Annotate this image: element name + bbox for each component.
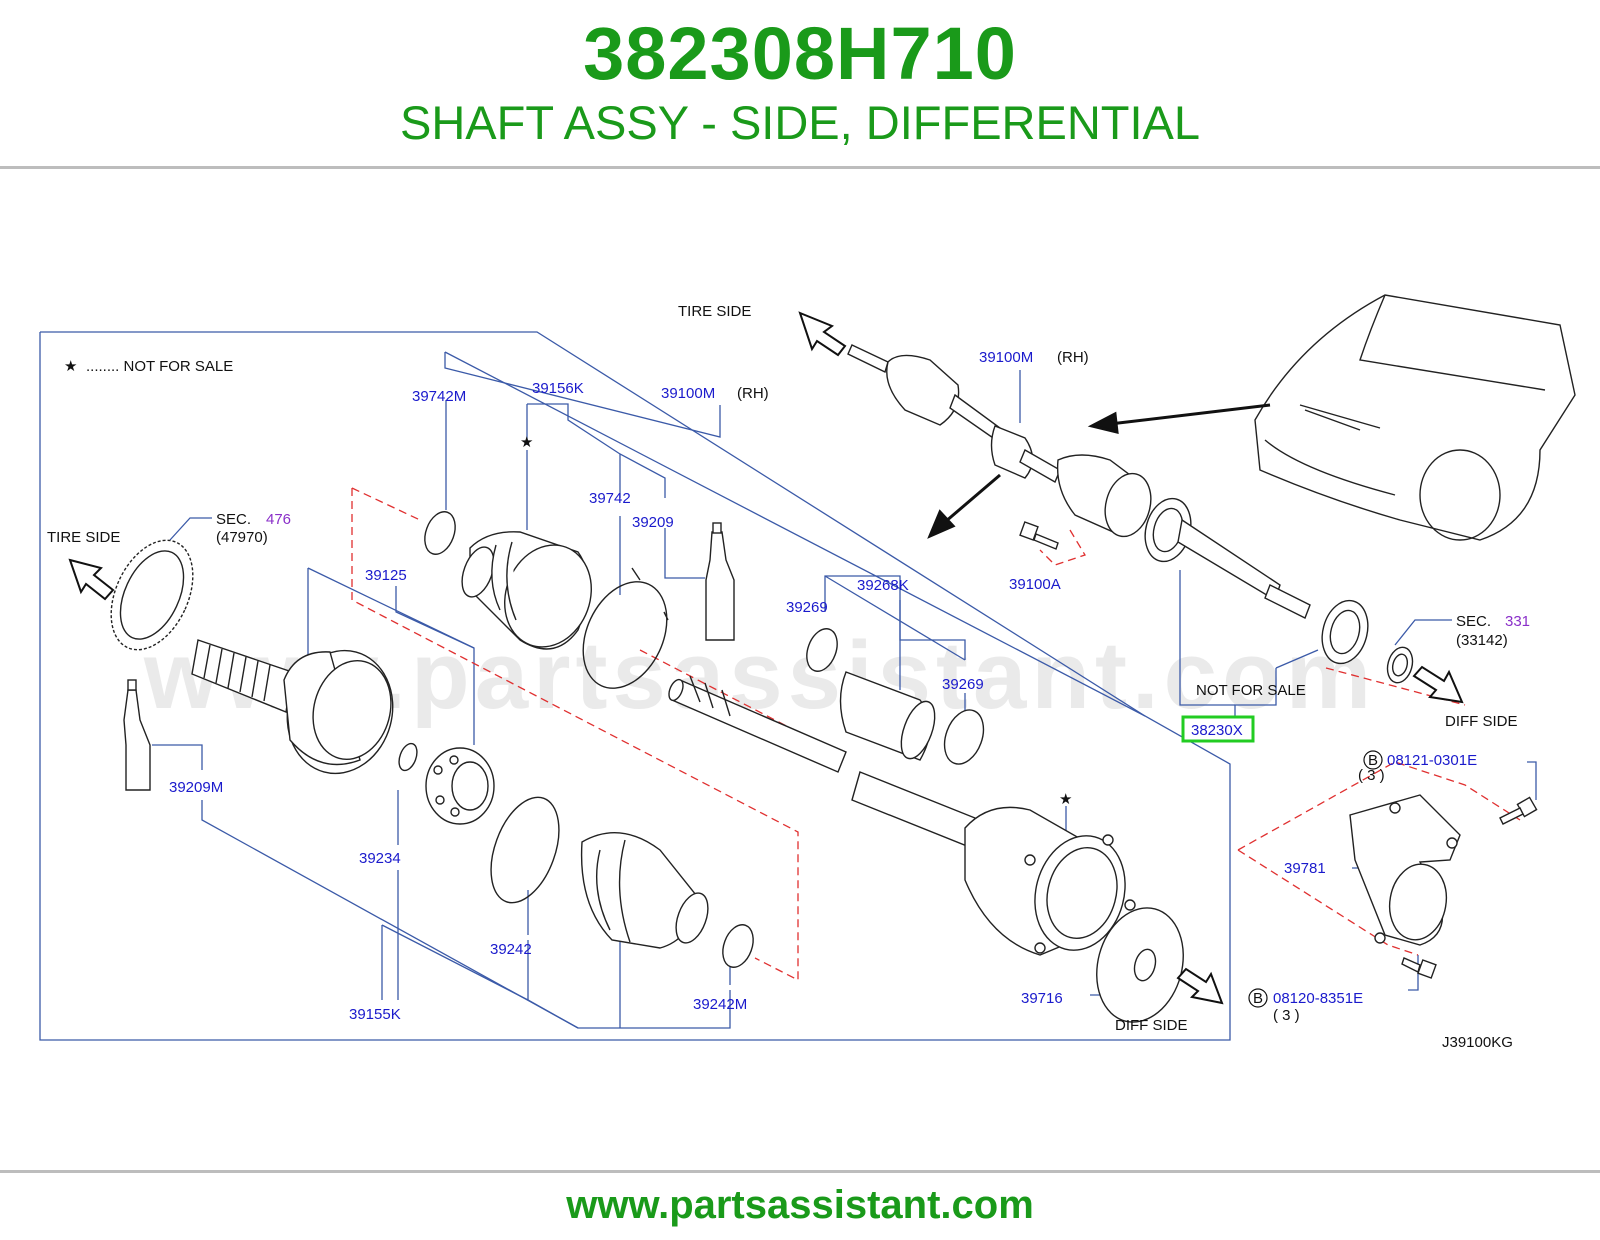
bolt-icon (1499, 796, 1538, 825)
outer-cv-joint-icon (191, 639, 394, 775)
bolt-icon (1401, 957, 1437, 979)
callout-39742[interactable]: 39742 (589, 490, 631, 507)
legend-text: ........ NOT FOR SALE (86, 358, 233, 375)
sec-prefix: SEC. (1456, 613, 1491, 630)
diagram-code: J39100KG (1442, 1034, 1513, 1051)
callout-39742M[interactable]: 39742M (412, 388, 466, 405)
callout-39269[interactable]: 39269 (942, 676, 984, 693)
bearing-icon (1321, 599, 1414, 684)
legend-star-icon: ★ (64, 358, 77, 375)
arrow-tire-side-icon (68, 558, 115, 601)
star-icon: ★ (1059, 791, 1072, 808)
support-bracket-icon (1349, 794, 1461, 946)
callout-bolt-08120-8351E[interactable]: 08120-8351E (1273, 990, 1363, 1007)
vehicle-outline-icon (1254, 294, 1576, 541)
bearing-cage-icon (425, 747, 495, 825)
bolt-badge-icon (1248, 988, 1268, 1008)
callout-39242[interactable]: 39242 (490, 941, 532, 958)
sec-ref: (47970) (216, 529, 268, 546)
bolt-badge: B (1368, 752, 1378, 769)
drive-shaft-icon (668, 675, 847, 773)
sensor-ring-icon (110, 539, 194, 651)
parts-art (110, 294, 1576, 1023)
rh-label: (RH) (1057, 349, 1089, 366)
callout-39100M[interactable]: 39100M (979, 349, 1033, 366)
footer-divider (0, 1170, 1600, 1173)
arrow-pointer-icon (1087, 411, 1119, 434)
bolt-badge: B (1253, 990, 1263, 1007)
clamp-ring-icon (943, 709, 985, 765)
shaft-assembly-overview-icon (847, 344, 1311, 619)
outer-boot-icon (461, 531, 592, 650)
callout-39269[interactable]: 39269 (786, 599, 828, 616)
website-link[interactable]: www.partsassistant.com (566, 1183, 1034, 1227)
boot-band-icon (582, 581, 668, 689)
tire-side-label: TIRE SIDE (678, 303, 751, 320)
page-header: 382308H710 SHAFT ASSY - SIDE, DIFFERENTI… (0, 0, 1600, 168)
diagram-labels: TIRE SIDE TIRE SIDE DIFF SIDE DIFF SIDE … (47, 303, 1518, 1051)
callout-39234[interactable]: 39234 (359, 850, 401, 867)
header-divider (0, 166, 1600, 169)
rh-label: (RH) (737, 385, 769, 402)
inner-joint-housing-icon (851, 771, 1136, 956)
callout-39781[interactable]: 39781 (1284, 860, 1326, 877)
sec-prefix: SEC. (216, 511, 251, 528)
callout-39209[interactable]: 39209 (632, 514, 674, 531)
bolt-badge-icon (1363, 750, 1383, 770)
clamp-ring-icon (806, 628, 838, 672)
callout-38230X[interactable]: 38230X (1191, 722, 1243, 739)
callout-39268K[interactable]: 39268K (857, 577, 909, 594)
not-for-sale-label: NOT FOR SALE (1196, 682, 1306, 699)
clamp-small-icon (722, 924, 754, 968)
snap-ring-icon (398, 742, 418, 772)
bolt-qty: ( 3 ) (1358, 767, 1385, 784)
grease-tube-icon (123, 679, 151, 791)
part-title: SHAFT ASSY - SIDE, DIFFERENTIAL (399, 96, 1201, 149)
arrow-pointer-icon (927, 509, 956, 539)
highlighted-part[interactable]: 38230X (1181, 715, 1255, 743)
callout-39100M[interactable]: 39100M (661, 385, 715, 402)
callout-39100A[interactable]: 39100A (1009, 576, 1061, 593)
callout-39155K[interactable]: 39155K (349, 1006, 401, 1023)
boot-band-icon (490, 796, 560, 904)
bolt-icon (1019, 521, 1059, 550)
arrow-tire-side-icon (798, 311, 847, 357)
callout-bolt-08121-0301E[interactable]: 08121-0301E (1387, 752, 1477, 769)
section-link-331[interactable]: 331 (1505, 613, 1530, 630)
sec-ref: (33142) (1456, 632, 1508, 649)
callout-39209M[interactable]: 39209M (169, 779, 223, 796)
callout-39716[interactable]: 39716 (1021, 990, 1063, 1007)
callout-39125[interactable]: 39125 (365, 567, 407, 584)
dynamic-damper-icon (839, 671, 936, 761)
arrow-diff-side-icon (1412, 665, 1464, 704)
callout-39156K[interactable]: 39156K (532, 380, 584, 397)
tire-side-label: TIRE SIDE (47, 529, 120, 546)
inner-boot-icon (580, 832, 709, 949)
highlight-box (1181, 715, 1255, 743)
callout-39242M[interactable]: 39242M (693, 996, 747, 1013)
star-icon: ★ (520, 434, 533, 451)
clamp-small-icon (424, 511, 456, 555)
diff-side-label: DIFF SIDE (1115, 1017, 1188, 1034)
bolt-qty: ( 3 ) (1273, 1007, 1300, 1024)
section-link-476[interactable]: 476 (266, 511, 291, 528)
diff-side-label: DIFF SIDE (1445, 713, 1518, 730)
arrow-diff-side-icon (1176, 967, 1224, 1005)
direction-arrows (68, 311, 1464, 1005)
part-number: 382308H710 (583, 12, 1017, 95)
grease-tube-icon (705, 522, 735, 641)
